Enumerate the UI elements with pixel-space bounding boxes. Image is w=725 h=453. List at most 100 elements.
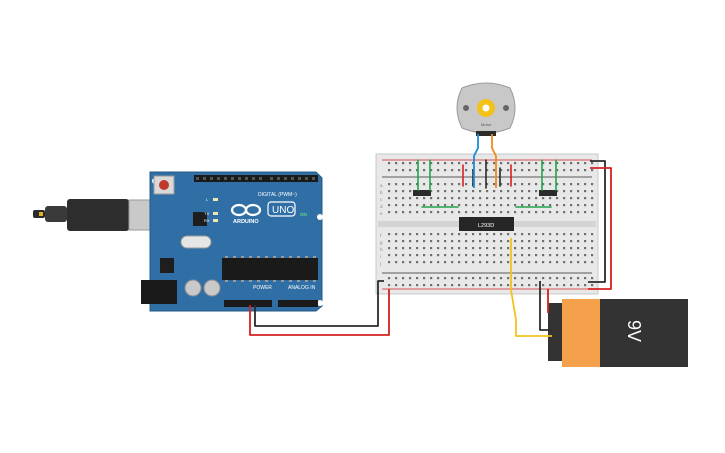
breadboard-hole: [528, 254, 531, 257]
battery-copper-top: [562, 299, 600, 367]
breadboard-hole: [493, 254, 496, 257]
wire-rail-vcc-right[interactable]: [588, 167, 612, 290]
breadboard-hole: [535, 162, 538, 165]
battery-wire-black[interactable]: [539, 281, 552, 331]
wire-rail-gnd-right[interactable]: [588, 160, 606, 283]
slide-switch-right[interactable]: [539, 190, 557, 196]
breadboard-hole: [507, 211, 510, 214]
usb-plug-body[interactable]: [67, 199, 129, 231]
breadboard-hole: [535, 233, 538, 236]
breadboard-hole: [430, 162, 433, 165]
breadboard-hole: [591, 211, 594, 214]
usb-cable-tip: [39, 212, 43, 216]
breadboard-hole: [514, 197, 517, 200]
breadboard-hole: [409, 284, 412, 287]
breadboard-hole: [472, 190, 475, 193]
motor-wire-blue[interactable]: [473, 134, 479, 188]
breadboard-hole: [416, 277, 419, 280]
motor-terminal-block: [476, 131, 496, 136]
analog-header: [278, 300, 318, 307]
breadboard-hole: [451, 204, 454, 207]
breadboard-hole: [395, 162, 398, 165]
motor-wire-orange[interactable]: [491, 134, 497, 188]
breadboard-hole: [451, 277, 454, 280]
wire-5v-to-breadboard[interactable]: [249, 289, 390, 336]
breadboard-hole: [430, 169, 433, 172]
breadboard-hole: [430, 277, 433, 280]
breadboard-hole: [542, 240, 545, 243]
breadboard-hole: [472, 247, 475, 250]
breadboard-hole: [570, 183, 573, 186]
battery-clip: [548, 303, 562, 361]
breadboard-hole: [563, 277, 566, 280]
voltage-regulator: [160, 258, 174, 273]
breadboard-hole: [521, 190, 524, 193]
breadboard-hole: [500, 233, 503, 236]
breadboard-hole: [465, 233, 468, 236]
breadboard-hole: [507, 162, 510, 165]
breadboard-hole: [528, 284, 531, 287]
breadboard-hole: [500, 169, 503, 172]
arduino-uno-board[interactable]: DIGITAL (PWM~) ARDUINO UNO ON L TX RX: [141, 171, 323, 312]
atmega-microcontroller: [222, 258, 318, 280]
breadboard-hole: [465, 277, 468, 280]
breadboard[interactable]: a b c d e f g h i j L293D: [375, 153, 599, 295]
slide-switch-left[interactable]: [413, 190, 431, 196]
breadboard-hole: [563, 204, 566, 207]
breadboard-hole: [514, 277, 517, 280]
breadboard-hole: [465, 204, 468, 207]
breadboard-hole: [493, 197, 496, 200]
breadboard-hole: [430, 197, 433, 200]
wire-gnd-to-breadboard[interactable]: [254, 280, 384, 327]
breadboard-hole: [500, 183, 503, 186]
breadboard-hole: [521, 204, 524, 207]
l293d-chip[interactable]: [459, 217, 514, 231]
breadboard-hole: [465, 197, 468, 200]
breadboard-hole: [416, 261, 419, 264]
breadboard-hole: [486, 162, 489, 165]
breadboard-hole: [507, 247, 510, 250]
breadboard-hole: [500, 261, 503, 264]
breadboard-hole: [514, 211, 517, 214]
breadboard-hole: [409, 162, 412, 165]
breadboard-hole: [493, 233, 496, 236]
dc-motor[interactable]: Motor: [456, 82, 516, 136]
breadboard-hole: [521, 211, 524, 214]
breadboard-hole: [556, 247, 559, 250]
breadboard-hole: [556, 261, 559, 264]
breadboard-hole: [591, 190, 594, 193]
reset-button[interactable]: [159, 180, 169, 190]
breadboard-hole: [465, 162, 468, 165]
breadboard-hole: [493, 277, 496, 280]
breadboard-hole: [458, 233, 461, 236]
breadboard-hole: [395, 169, 398, 172]
breadboard-hole: [500, 240, 503, 243]
breadboard-hole: [591, 240, 594, 243]
power-header-label: POWER: [253, 285, 272, 291]
breadboard-hole: [388, 247, 391, 250]
breadboard-hole: [563, 190, 566, 193]
breadboard-hole: [458, 284, 461, 287]
battery-9v[interactable]: 9V: [548, 299, 688, 367]
breadboard-hole: [563, 233, 566, 236]
breadboard-hole: [458, 254, 461, 257]
breadboard-hole: [570, 162, 573, 165]
breadboard-hole: [542, 204, 545, 207]
breadboard-hole: [444, 183, 447, 186]
breadboard-hole: [556, 169, 559, 172]
breadboard-hole: [465, 190, 468, 193]
battery-wire-yellow[interactable]: [510, 238, 552, 337]
row-letter: a: [380, 183, 383, 188]
breadboard-hole: [542, 233, 545, 236]
usb-interface-chip: [193, 212, 207, 226]
breadboard-hole: [388, 197, 391, 200]
breadboard-hole: [395, 197, 398, 200]
row-letter: e: [380, 211, 383, 216]
breadboard-hole: [479, 169, 482, 172]
breadboard-hole: [500, 277, 503, 280]
breadboard-hole: [584, 240, 587, 243]
breadboard-hole: [430, 190, 433, 193]
breadboard-hole: [591, 277, 594, 280]
breadboard-hole: [451, 190, 454, 193]
